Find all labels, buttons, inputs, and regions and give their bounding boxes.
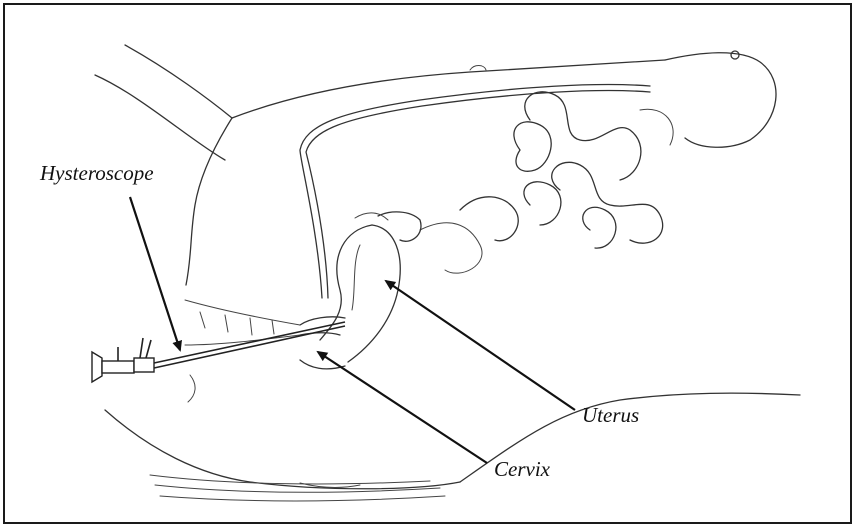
- callout-arrows: [130, 197, 575, 463]
- label-hysteroscope: Hysteroscope: [39, 161, 154, 185]
- arrow-cervix: [318, 352, 487, 463]
- label-uterus: Uterus: [582, 403, 639, 427]
- uterus-shape: [320, 212, 421, 362]
- arrow-uterus: [386, 281, 575, 410]
- arrow-hysteroscope: [130, 197, 180, 350]
- label-cervix: Cervix: [494, 457, 551, 481]
- hysteroscope-instrument: [92, 322, 345, 382]
- body-outline: [95, 45, 800, 501]
- bowel-loops: [420, 92, 673, 273]
